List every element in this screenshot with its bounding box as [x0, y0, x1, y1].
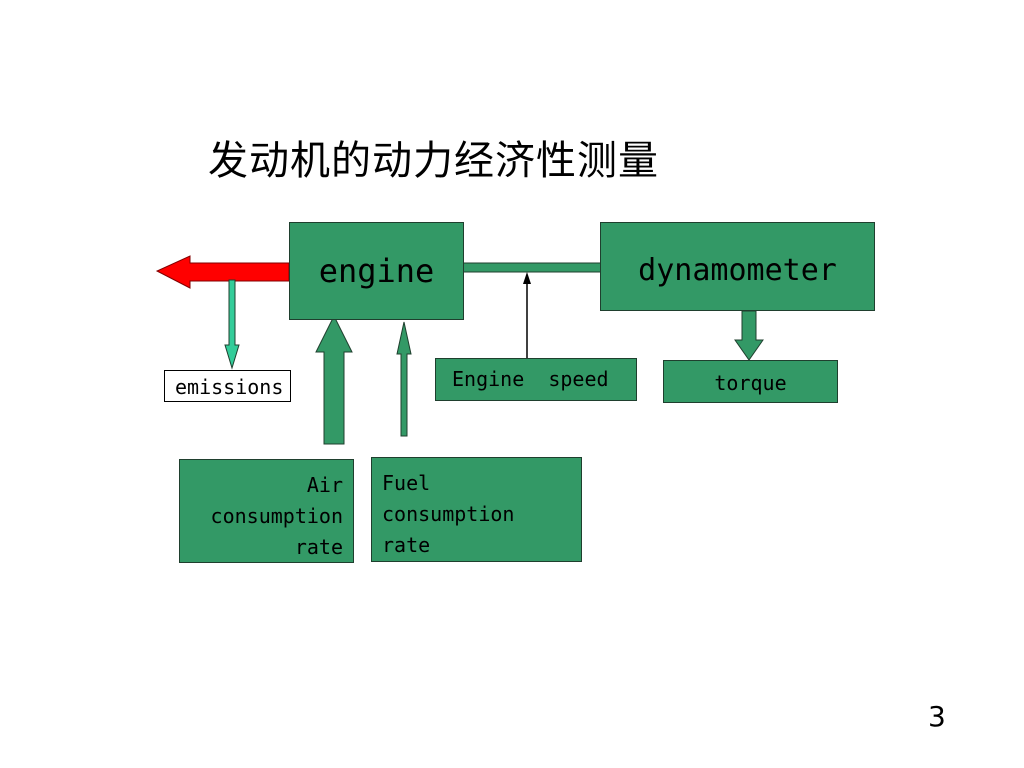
emissions-box: emissions — [164, 370, 291, 402]
air-label-line-2: consumption — [210, 504, 343, 528]
exhaust-arrow — [155, 255, 290, 289]
fuel-label-line-1: Fuel — [382, 471, 431, 495]
drive-shaft — [462, 262, 602, 273]
air-label-line-3: rate — [294, 535, 343, 559]
engine-box: engine — [289, 222, 464, 320]
fuel-label-line-3: rate — [382, 533, 431, 557]
engine-speed-box: Engine speed — [435, 358, 637, 401]
slide-title: 发动机的动力经济性测量 — [208, 138, 659, 184]
dynamometer-box: dynamometer — [600, 222, 875, 311]
fuel-label-line-2: consumption — [382, 502, 515, 526]
page-number: 3 — [928, 700, 946, 733]
fuel-consumption-box: Fuel consumption rate — [371, 457, 582, 562]
engine-label: engine — [318, 252, 435, 290]
dynamometer-label: dynamometer — [638, 253, 837, 288]
air-label-line-1: Air — [306, 473, 343, 497]
air-intake-arrow — [315, 314, 353, 445]
emissions-arrow — [224, 279, 240, 370]
air-consumption-box: Air consumption rate — [179, 459, 354, 563]
fuel-intake-arrow — [396, 321, 412, 437]
engine-speed-arrowhead — [523, 272, 531, 284]
torque-box: torque — [663, 360, 838, 403]
torque-arrow — [734, 310, 764, 361]
